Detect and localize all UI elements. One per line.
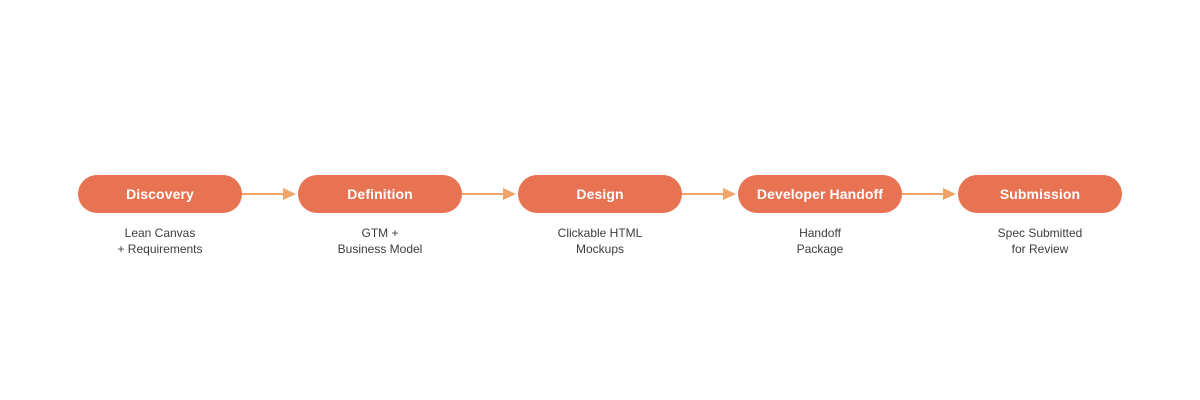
stage-caption: Spec Submitted for Review	[958, 225, 1122, 257]
stage-pill: Definition	[298, 175, 462, 213]
arrow-connector	[902, 186, 958, 202]
arrow-connector	[682, 186, 738, 202]
caption-line: Business Model	[337, 242, 423, 256]
stage-developer-handoff: Developer Handoff Handoff Package	[738, 175, 902, 257]
stage-pill: Submission	[958, 175, 1122, 213]
stage-caption: GTM + Business Model	[298, 225, 462, 257]
stage-caption: Handoff Package	[738, 225, 902, 257]
stage-caption: Clickable HTML Mockups	[518, 225, 682, 257]
caption-line: GTM +	[361, 226, 399, 240]
arrow-connector	[462, 186, 518, 202]
stage-pill: Discovery	[78, 175, 242, 213]
stage-caption: Lean Canvas + Requirements	[78, 225, 242, 257]
stage-discovery: Discovery Lean Canvas + Requirements	[78, 175, 242, 257]
stage-pill: Design	[518, 175, 682, 213]
caption-line: Lean Canvas	[124, 226, 196, 240]
stage-definition: Definition GTM + Business Model	[298, 175, 462, 257]
caption-line: Mockups	[575, 242, 625, 256]
arrow-connector	[242, 186, 298, 202]
stage-submission: Submission Spec Submitted for Review	[958, 175, 1122, 257]
caption-line: Spec Submitted	[997, 226, 1083, 240]
stage-design: Design Clickable HTML Mockups	[518, 175, 682, 257]
caption-line: for Review	[1011, 242, 1069, 256]
caption-line: Handoff	[799, 226, 841, 240]
caption-line: + Requirements	[117, 242, 203, 256]
caption-line: Clickable HTML	[557, 226, 643, 240]
stage-pill: Developer Handoff	[738, 175, 902, 213]
caption-line: Package	[796, 242, 844, 256]
